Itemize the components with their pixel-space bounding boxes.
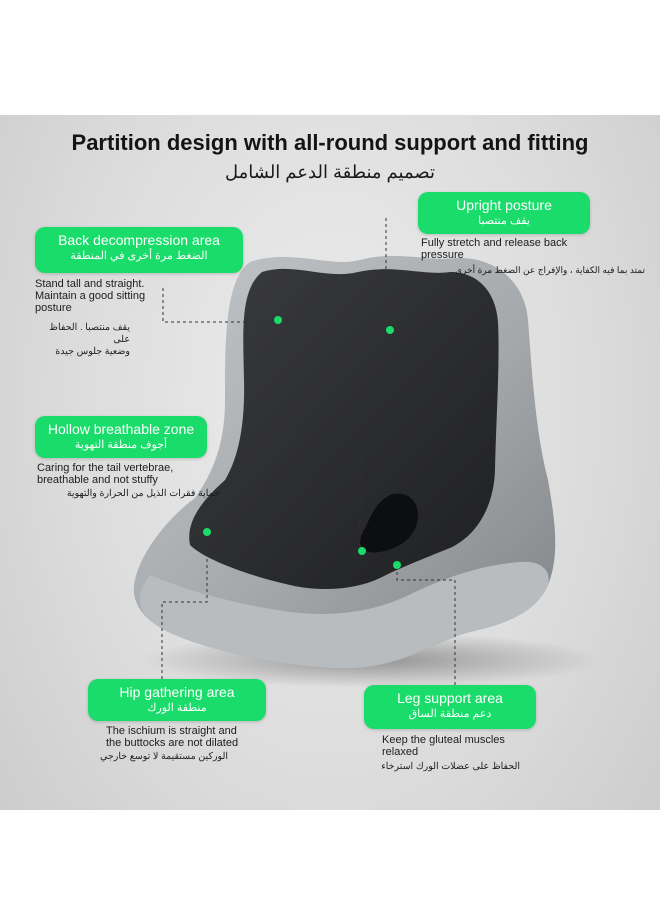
back-decompression-desc-ar-line: وضعية جلوس جيدة	[55, 346, 130, 357]
dot-upright-posture	[386, 326, 394, 334]
dot-hollow-breathable	[358, 547, 366, 555]
hip-gathering-title-ar: منطقة الورك	[147, 702, 207, 714]
hip-gathering-label: Hip gathering area منطقة الورك	[88, 679, 266, 721]
leader-back-decompression	[162, 288, 278, 323]
page-subtitle: تصميم منطقة الدعم الشامل	[225, 162, 435, 182]
dot-leg-support	[393, 561, 401, 569]
leader-leg-support	[396, 565, 456, 685]
back-decompression-desc-ar-line: يقف منتصبا . الحفاظ على	[49, 322, 130, 345]
leg-support-desc-line: relaxed	[382, 746, 419, 758]
back-decompression-desc-ar: يقف منتصبا . الحفاظ على وضعية جلوس جيدة	[30, 322, 130, 358]
seat-front-lip	[139, 561, 549, 669]
seat-inner	[189, 268, 499, 590]
hollow-breathable-desc-line: breathable and not stuffy	[37, 474, 158, 486]
leg-support-desc-ar: الحفاظ على عضلات الورك استرخاء	[381, 761, 520, 772]
leg-support-desc-line: Keep the gluteal muscles	[382, 734, 505, 746]
leader-hip-gathering	[161, 532, 208, 679]
back-decompression-title-ar: الضغط مرة أخرى في المنطقة	[70, 250, 208, 262]
hip-gathering-desc-ar: الوركين مستقيمة لا توسع خارجي	[99, 751, 228, 762]
dot-back-decompression	[274, 316, 282, 324]
hollow-breathable-label: Hollow breathable zone أجوف منطقة التهوي…	[35, 416, 207, 458]
hollow-breathable-desc-line: Caring for the tail vertebrae,	[37, 462, 174, 474]
dot-hip-gathering	[203, 528, 211, 536]
upright-posture-desc-line: Fully stretch and release back	[421, 237, 568, 249]
back-decompression-desc: Stand tall and straight. Maintain a good…	[35, 278, 195, 314]
back-decompression-desc-line: Stand tall and straight.	[35, 278, 145, 290]
leg-support-title-ar: دعم منطقة الساق	[408, 708, 492, 720]
hollow-breathable-title: Hollow breathable zone	[47, 421, 195, 437]
hip-gathering-title: Hip gathering area	[119, 684, 235, 700]
hip-gathering-desc-line: The ischium is straight and	[106, 725, 237, 737]
hollow-slot	[359, 493, 418, 553]
hollow-breathable-title-ar: أجوف منطقة التهوية	[74, 439, 168, 451]
upright-posture-title: Upright posture	[456, 197, 552, 213]
back-decompression-desc-line: posture	[35, 302, 72, 314]
hip-gathering-desc-line: the buttocks are not dilated	[106, 737, 239, 749]
hip-gathering-desc: The ischium is straight and the buttocks…	[106, 725, 286, 749]
leg-support-title: Leg support area	[397, 690, 503, 706]
back-decompression-title: Back decompression area	[58, 232, 220, 248]
upright-posture-desc-ar: تمتد بما فيه الكفاية ، والإفراج عن الضغط…	[455, 265, 645, 275]
leg-support-label: Leg support area دعم منطقة الساق	[364, 685, 536, 729]
upright-posture-desc-line: pressure	[421, 249, 464, 261]
hollow-breathable-desc: Caring for the tail vertebrae, breathabl…	[37, 462, 237, 486]
upright-posture-desc: Fully stretch and release back pressure	[421, 237, 621, 261]
upright-posture-label: Upright posture يقف منتصبا	[418, 192, 590, 234]
bottom-white-band	[0, 810, 660, 900]
page-title: Partition design with all-round support …	[71, 130, 589, 155]
hollow-breathable-desc-ar: حماية فقرات الذيل من الحرارة والتهوية	[66, 488, 220, 499]
leg-support-desc: Keep the gluteal muscles relaxed	[382, 734, 562, 758]
back-decompression-label: Back decompression area الضغط مرة أخرى ف…	[35, 227, 243, 273]
back-decompression-desc-line: Maintain a good sitting	[35, 290, 146, 302]
top-white-band	[0, 0, 660, 115]
upright-posture-title-ar: يقف منتصبا	[478, 215, 530, 227]
